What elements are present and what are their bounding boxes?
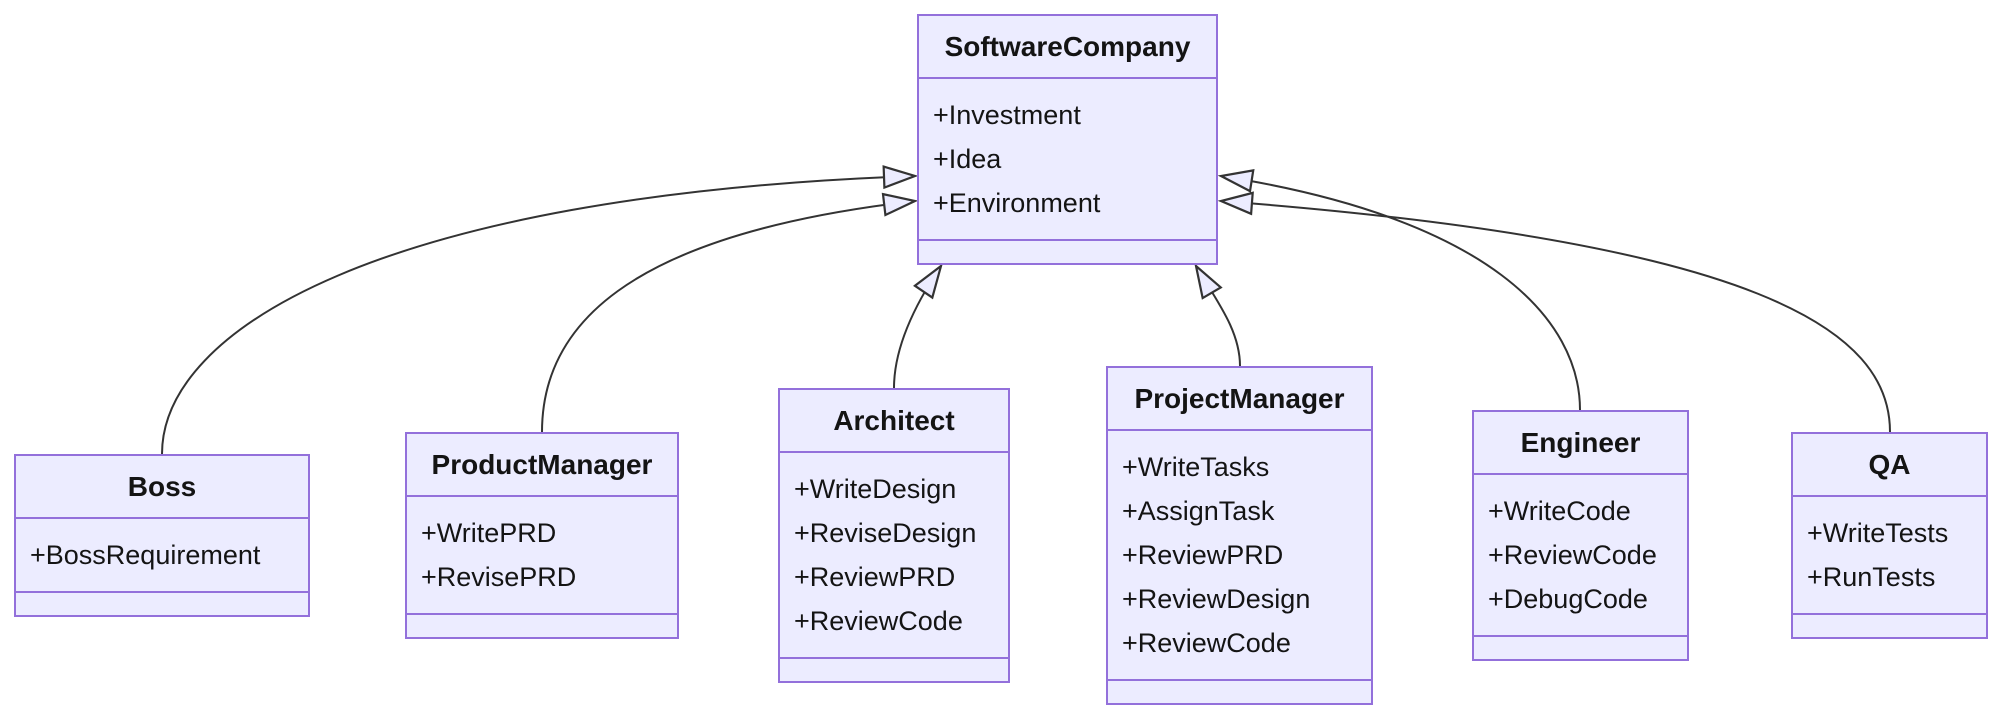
class-title: Architect <box>780 390 1008 453</box>
class-attributes: +WriteDesign +ReviseDesign +ReviewPRD +R… <box>780 453 1008 657</box>
class-attributes: +BossRequirement <box>16 519 308 591</box>
class-attribute: +AssignTask <box>1122 496 1275 526</box>
class-attributes: +WriteTasks +AssignTask +ReviewPRD +Revi… <box>1108 431 1371 679</box>
edge-engineer-inherits-softwarecompany <box>1217 169 1581 411</box>
class-title: QA <box>1793 434 1986 497</box>
class-title: ProductManager <box>407 434 677 497</box>
class-attributes: +WriteTests +RunTests <box>1793 497 1986 613</box>
edge-qa-inherits-softwarecompany <box>1217 191 1891 433</box>
class-attribute: +ReviewPRD <box>1122 540 1284 570</box>
class-attribute: +RevisePRD <box>421 562 577 592</box>
class-attributes: +Investment +Idea +Environment <box>919 79 1216 239</box>
class-attributes: +WriteCode +ReviewCode +DebugCode <box>1474 475 1687 635</box>
class-engineer: Engineer +WriteCode +ReviewCode +DebugCo… <box>1472 410 1689 661</box>
class-attribute: +ReviewPRD <box>794 562 956 592</box>
class-methods-empty <box>1108 679 1371 703</box>
class-attribute: +ReviewDesign <box>1122 584 1311 614</box>
edge-boss-inherits-softwarecompany <box>161 165 919 455</box>
class-methods-empty <box>780 657 1008 681</box>
edge-architect-inherits-softwarecompany <box>893 263 943 389</box>
class-attribute: +WriteTests <box>1807 518 1949 548</box>
class-attribute: +WriteDesign <box>794 474 957 504</box>
class-softwarecompany: SoftwareCompany +Investment +Idea +Envir… <box>917 14 1218 265</box>
class-attribute: +WriteCode <box>1488 496 1631 526</box>
class-methods-empty <box>16 591 308 615</box>
class-attribute: +Environment <box>933 188 1101 218</box>
edge-projectmanager-inherits-softwarecompany <box>1194 263 1241 367</box>
class-attribute: +ReviseDesign <box>794 518 977 548</box>
class-attribute: +ReviewCode <box>794 606 963 636</box>
class-attribute: +ReviewCode <box>1488 540 1657 570</box>
class-title: ProjectManager <box>1108 368 1371 431</box>
class-title: SoftwareCompany <box>919 16 1216 79</box>
class-title: Engineer <box>1474 412 1687 475</box>
class-boss: Boss +BossRequirement <box>14 454 310 617</box>
class-methods-empty <box>1474 635 1687 659</box>
class-qa: QA +WriteTests +RunTests <box>1791 432 1988 639</box>
class-attribute: +WritePRD <box>421 518 557 548</box>
class-title: Boss <box>16 456 308 519</box>
class-methods-empty <box>919 239 1216 263</box>
class-attribute: +Idea <box>933 144 1002 174</box>
class-projectmanager: ProjectManager +WriteTasks +AssignTask +… <box>1106 366 1373 705</box>
class-attribute: +ReviewCode <box>1122 628 1291 658</box>
class-attribute: +BossRequirement <box>30 540 261 570</box>
class-attribute: +WriteTasks <box>1122 452 1270 482</box>
class-productmanager: ProductManager +WritePRD +RevisePRD <box>405 432 679 639</box>
class-architect: Architect +WriteDesign +ReviseDesign +Re… <box>778 388 1010 683</box>
class-methods-empty <box>407 613 677 637</box>
class-attribute: +DebugCode <box>1488 584 1648 614</box>
class-methods-empty <box>1793 613 1986 637</box>
edge-productmanager-inherits-softwarecompany <box>541 192 919 433</box>
class-attribute: +RunTests <box>1807 562 1936 592</box>
class-attribute: +Investment <box>933 100 1081 130</box>
class-attributes: +WritePRD +RevisePRD <box>407 497 677 613</box>
